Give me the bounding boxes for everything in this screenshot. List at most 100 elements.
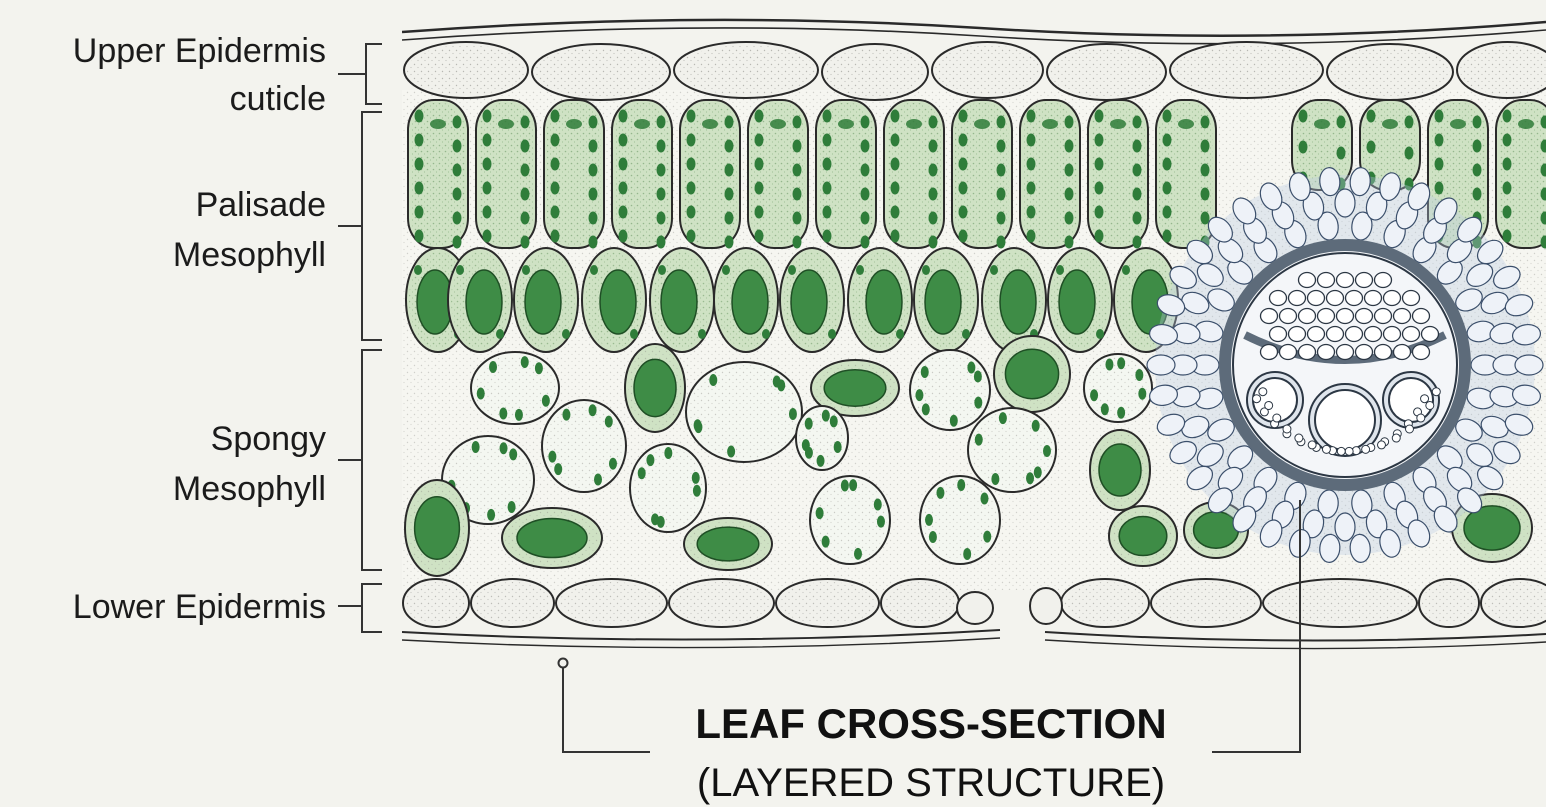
- chloroplast: [453, 116, 462, 129]
- chloroplast: [959, 206, 968, 219]
- xylem-cell: [1308, 327, 1325, 342]
- chloroplast: [822, 410, 830, 422]
- chloroplast: [725, 236, 734, 249]
- chloroplast: [521, 188, 530, 201]
- xylem-cell: [1394, 345, 1411, 360]
- chloroplast: [1027, 110, 1036, 123]
- chloroplast: [921, 366, 929, 378]
- phloem-cell: [1283, 425, 1291, 433]
- xylem-cell: [1337, 309, 1354, 324]
- chloroplast: [891, 206, 900, 219]
- chloroplast: [725, 188, 734, 201]
- chloroplast: [755, 110, 764, 123]
- chloroplast: [1095, 110, 1104, 123]
- chloroplast: [929, 531, 937, 543]
- chloroplast: [959, 110, 968, 123]
- chloroplast: [1133, 140, 1142, 153]
- chloroplast: [634, 359, 676, 416]
- chloroplast: [619, 134, 628, 147]
- chloroplast: [755, 134, 764, 147]
- chloroplast: [1163, 230, 1172, 243]
- chloroplast: [551, 158, 560, 171]
- chloroplast: [959, 134, 968, 147]
- chloroplast: [498, 119, 514, 129]
- chloroplast: [1337, 147, 1346, 160]
- chloroplast: [1095, 230, 1104, 243]
- chloroplast: [542, 395, 550, 407]
- chloroplast: [521, 212, 530, 225]
- xylem-cell: [1337, 273, 1354, 288]
- phloem-cell: [1377, 441, 1385, 449]
- chloroplast: [1405, 147, 1414, 160]
- chloroplast: [997, 116, 1006, 129]
- chloroplast: [661, 270, 697, 334]
- chloroplast: [861, 116, 870, 129]
- chloroplast: [687, 206, 696, 219]
- chloroplast: [1099, 444, 1141, 496]
- label-spongy-line2: Mesophyll: [173, 470, 326, 508]
- chloroplast: [1032, 420, 1040, 432]
- chloroplast: [1065, 188, 1074, 201]
- label-palisade-line1: Palisade: [196, 186, 326, 224]
- chloroplast: [725, 212, 734, 225]
- chloroplast: [638, 467, 646, 479]
- chloroplast: [609, 458, 617, 470]
- bundle-sheath-cell: [1515, 355, 1543, 375]
- chloroplast: [521, 140, 530, 153]
- chloroplast: [959, 230, 968, 243]
- chloroplast: [1163, 206, 1172, 219]
- upper-epidermis-cells: [404, 42, 1546, 100]
- xylem-cell: [1413, 345, 1430, 360]
- chloroplast: [483, 110, 492, 123]
- chloroplast: [974, 370, 982, 382]
- chloroplast: [1450, 119, 1466, 129]
- chloroplast: [1314, 119, 1330, 129]
- chloroplast: [841, 479, 849, 491]
- chloroplast: [1405, 116, 1414, 129]
- chloroplast: [453, 188, 462, 201]
- chloroplast: [521, 164, 530, 177]
- chloroplast: [950, 415, 958, 427]
- xylem-cell: [1356, 309, 1373, 324]
- chloroplast: [793, 236, 802, 249]
- chloroplast: [959, 182, 968, 195]
- chloroplast: [453, 236, 462, 249]
- guard-cell: [1030, 588, 1062, 624]
- chloroplast: [687, 230, 696, 243]
- chloroplast: [709, 374, 717, 386]
- xylem-cell: [1384, 327, 1401, 342]
- chloroplast: [974, 119, 990, 129]
- phloem-cell: [1432, 388, 1440, 396]
- chloroplast: [483, 230, 492, 243]
- chloroplast: [489, 361, 497, 373]
- chloroplast: [415, 158, 424, 171]
- chloroplast: [1503, 158, 1512, 171]
- chloroplast: [1503, 182, 1512, 195]
- chloroplast: [1201, 188, 1210, 201]
- chloroplast: [1065, 164, 1074, 177]
- chloroplast: [755, 230, 764, 243]
- xylem-cell: [1318, 273, 1335, 288]
- label-upper-epidermis: Upper Epidermis: [73, 32, 326, 70]
- chloroplast: [499, 407, 507, 419]
- chloroplast: [1110, 119, 1126, 129]
- chloroplast: [1101, 403, 1109, 415]
- chloroplast: [861, 212, 870, 225]
- chloroplast: [1435, 110, 1444, 123]
- chloroplast: [997, 164, 1006, 177]
- chloroplast: [1095, 182, 1104, 195]
- chloroplast: [1133, 116, 1142, 129]
- chloroplast: [500, 442, 508, 454]
- chloroplast: [415, 206, 424, 219]
- chloroplast: [997, 236, 1006, 249]
- chloroplast: [997, 212, 1006, 225]
- chloroplast: [929, 188, 938, 201]
- chloroplast: [657, 188, 666, 201]
- chloroplast: [589, 236, 598, 249]
- xylem-cell: [1422, 327, 1439, 342]
- phloem-cell: [1322, 445, 1330, 453]
- xylem-cell: [1299, 345, 1316, 360]
- chloroplast: [1059, 270, 1095, 334]
- chloroplast: [687, 182, 696, 195]
- chloroplast: [415, 497, 460, 559]
